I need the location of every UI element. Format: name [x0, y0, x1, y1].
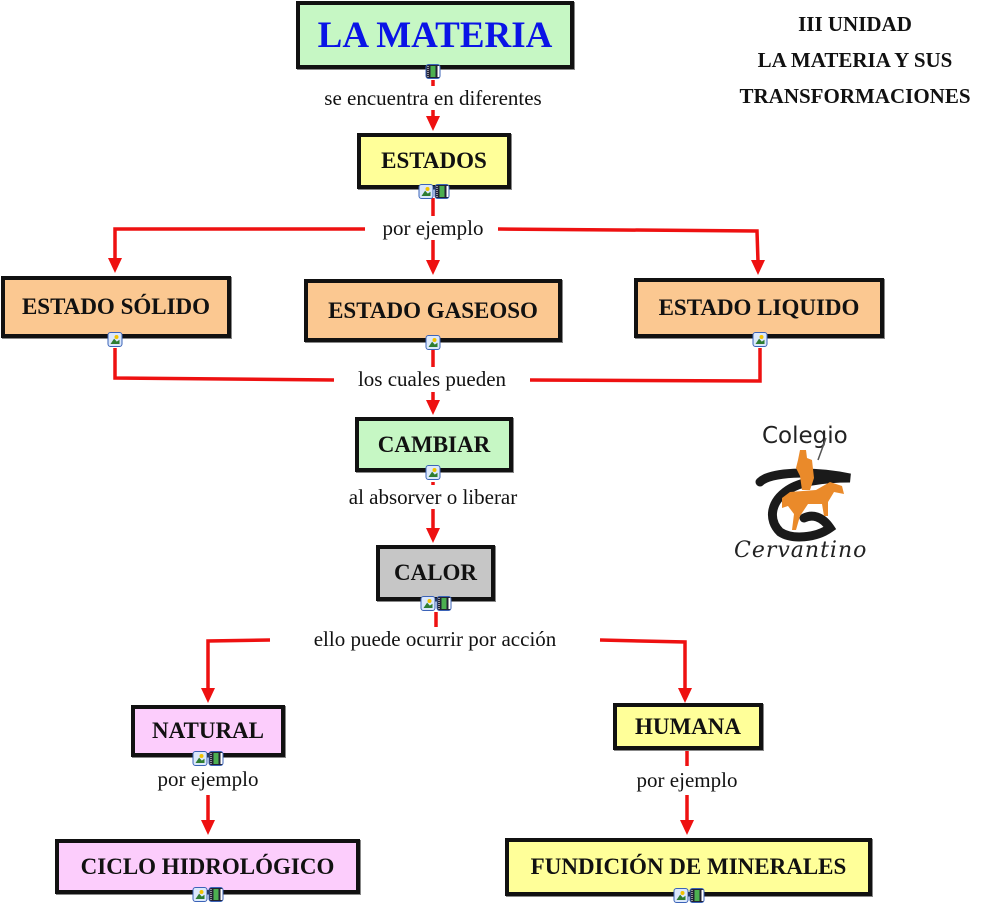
node-cambiar[interactable]: CAMBIAR: [355, 417, 513, 472]
logo-lance: [817, 437, 827, 461]
arrowhead-estados: [426, 116, 440, 131]
image-icon[interactable]: [420, 596, 436, 611]
node-ciclo-hidrologico-attachments: [192, 887, 224, 902]
node-estado-gaseoso[interactable]: ESTADO GASEOSO: [304, 279, 562, 342]
line-from-liquido: [529, 348, 762, 383]
image-icon[interactable]: [192, 887, 208, 902]
link-por-ejemplo-humana: por ejemplo: [634, 768, 740, 792]
image-icon[interactable]: [425, 465, 441, 480]
arrowhead-humana: [678, 688, 692, 703]
image-icon[interactable]: [752, 332, 768, 347]
link-por-ejemplo-estados: por ejemplo: [380, 216, 486, 240]
node-cambiar-attachments: [425, 465, 441, 480]
video-icon[interactable]: [689, 888, 705, 903]
node-ciclo-hidrologico[interactable]: CICLO HIDROLÓGICO: [55, 839, 360, 894]
node-calor-attachments: [420, 596, 452, 611]
arrowhead-cambiar: [426, 400, 440, 415]
arrowhead-liquido: [751, 260, 765, 275]
node-la-materia-label: LA MATERIA: [317, 14, 553, 56]
image-icon[interactable]: [673, 888, 689, 903]
video-icon[interactable]: [436, 596, 452, 611]
arrowhead-solido: [108, 258, 122, 273]
logo-rider: [796, 450, 814, 490]
node-estado-solido-attachments: [107, 332, 123, 347]
node-estado-liquido-attachments: [752, 332, 768, 347]
node-natural-attachments: [192, 751, 224, 766]
video-icon[interactable]: [425, 64, 441, 79]
arrowhead-gaseoso: [426, 260, 440, 275]
image-icon[interactable]: [425, 335, 441, 350]
link-al-absorver: al absorver o liberar: [346, 485, 520, 509]
node-fundicion-minerales[interactable]: FUNDICIÓN DE MINERALES: [505, 838, 872, 896]
node-natural[interactable]: NATURAL: [131, 705, 285, 757]
arrowhead-calor: [426, 528, 440, 543]
logo-horse: [782, 482, 844, 530]
node-la-materia[interactable]: LA MATERIA: [296, 1, 574, 69]
node-estado-gaseoso-attachments: [425, 335, 441, 350]
node-cambiar-label: CAMBIAR: [377, 431, 491, 457]
node-estado-liquido[interactable]: ESTADO LIQUIDO: [634, 278, 884, 338]
link-se-encuentra: se encuentra en diferentes: [322, 86, 544, 110]
school-logo: Colegio Cervantino: [730, 420, 880, 570]
logo-rider-emblem: [755, 437, 851, 542]
arrowhead-natural: [201, 688, 215, 703]
video-icon[interactable]: [208, 887, 224, 902]
arrowhead-fundicion: [680, 820, 694, 835]
link-los-cuales-pueden: los cuales pueden: [355, 367, 509, 391]
link-ello-puede-ocurrir: ello puede ocurrir por acción: [311, 627, 559, 651]
node-fundicion-minerales-attachments: [673, 888, 705, 903]
node-calor[interactable]: CALOR: [376, 545, 495, 601]
node-estados[interactable]: ESTADOS: [357, 133, 511, 189]
line-to-natural: [206, 638, 271, 690]
node-fundicion-minerales-label: FUNDICIÓN DE MINERALES: [530, 854, 847, 879]
node-la-materia-attachments: [425, 64, 441, 79]
unit-title: III UNIDAD LA MATERIA Y SUS TRANSFORMACI…: [710, 6, 1000, 114]
line-to-liquido: [497, 227, 760, 263]
node-estado-gaseoso-label: ESTADO GASEOSO: [328, 297, 538, 323]
node-estado-solido-label: ESTADO SÓLIDO: [21, 294, 211, 319]
node-estado-solido[interactable]: ESTADO SÓLIDO: [1, 276, 231, 338]
node-humana-label: HUMANA: [634, 713, 742, 739]
logo-cervantino-text: Cervantino: [734, 538, 868, 563]
unit-title-line-2: LA MATERIA Y SUS: [757, 48, 953, 72]
arrowhead-ciclo: [201, 820, 215, 835]
line-from-solido: [113, 348, 335, 382]
link-por-ejemplo-natural: por ejemplo: [155, 767, 261, 791]
unit-title-line-1: III UNIDAD: [798, 12, 912, 36]
line-to-humana: [599, 638, 687, 690]
line-to-solido: [113, 227, 365, 260]
video-icon[interactable]: [434, 184, 450, 199]
node-estados-label: ESTADOS: [381, 148, 487, 173]
video-icon[interactable]: [208, 751, 224, 766]
unit-title-line-3: TRANSFORMACIONES: [739, 84, 971, 108]
image-icon[interactable]: [192, 751, 208, 766]
image-icon[interactable]: [107, 332, 123, 347]
node-estados-attachments: [418, 184, 450, 199]
logo-letter-g-stroke: [755, 468, 851, 542]
node-calor-label: CALOR: [393, 560, 478, 585]
logo-colegio-text: Colegio: [762, 423, 848, 449]
node-ciclo-hidrologico-label: CICLO HIDROLÓGICO: [80, 853, 335, 879]
node-humana[interactable]: HUMANA: [613, 703, 763, 750]
node-natural-label: NATURAL: [151, 718, 265, 743]
node-estado-liquido-label: ESTADO LIQUIDO: [658, 295, 860, 320]
image-icon[interactable]: [418, 184, 434, 199]
